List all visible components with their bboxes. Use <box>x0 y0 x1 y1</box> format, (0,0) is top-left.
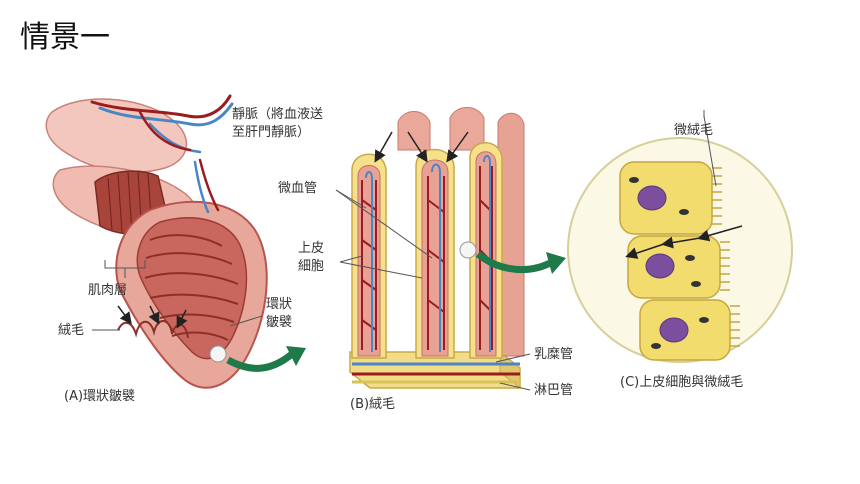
panel-b-leaders <box>335 189 531 391</box>
epithelial-cell-top <box>619 161 713 235</box>
panel-b-villi <box>335 107 566 391</box>
capillaries-red <box>361 166 493 350</box>
caption-panel-c: (C)上皮細胞與微絨毛 <box>620 375 743 390</box>
label-circular-fold-line1: 環狀 <box>266 297 292 312</box>
green-arrowhead-a <box>286 346 306 366</box>
label-vein-line2: 至肝門靜脈） <box>232 125 310 140</box>
slide-title: 情景一 <box>20 20 110 55</box>
green-arrow-b-to-c <box>475 251 554 274</box>
microvilli-fringe <box>712 167 740 347</box>
panel-a-vessels <box>90 94 234 214</box>
label-epithelial-line1: 上皮 <box>298 241 324 256</box>
capillaries-blue <box>365 155 491 352</box>
label-capillary: 微血管 <box>278 181 317 196</box>
label-epithelial-line2: 細胞 <box>298 259 324 274</box>
intestine-loop-back <box>45 98 187 174</box>
panel-c-arrows <box>625 225 743 259</box>
epithelial-cell-middle <box>627 235 721 299</box>
panel-a-leaders <box>92 260 263 331</box>
label-lacteal: 乳糜管 <box>534 346 573 362</box>
panel-a-intestine <box>45 94 306 389</box>
green-arrowhead-b <box>546 252 566 274</box>
panel-b-arrows <box>374 131 469 163</box>
villus-middle <box>415 148 455 359</box>
label-vein-line1: 靜脈（將血液送 <box>232 107 323 122</box>
villus-left <box>351 153 387 359</box>
panel-a-arrows <box>117 305 188 329</box>
label-lymph-vessel: 淋巴管 <box>534 383 573 398</box>
epithelial-cell-bottom <box>639 299 731 361</box>
microvilli-leader <box>703 115 717 187</box>
label-villus-a: 絨毛 <box>58 323 84 338</box>
circular-folds <box>144 234 239 341</box>
panel-c-cells <box>567 110 793 363</box>
caption-panel-a: (A)環狀皺襞 <box>64 388 135 404</box>
label-microvilli: 微絨毛 <box>674 123 713 138</box>
label-circular-fold-line2: 皺襞 <box>266 314 292 330</box>
sample-circle-a <box>209 345 227 363</box>
sample-circle-b <box>459 241 477 259</box>
label-muscle-layer: 肌肉層 <box>88 283 127 298</box>
caption-panel-b: (B)絨毛 <box>350 397 395 412</box>
green-arrow-a-to-b <box>226 351 295 372</box>
